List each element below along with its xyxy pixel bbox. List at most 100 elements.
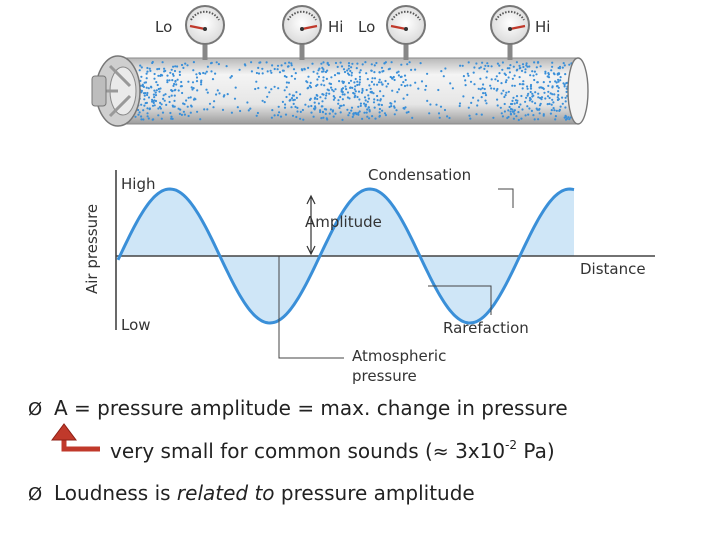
air-particle [283, 89, 286, 92]
air-particle [411, 116, 414, 119]
air-particle [153, 104, 156, 107]
air-particle [568, 118, 571, 121]
air-particle [468, 114, 471, 117]
air-particle [395, 109, 398, 112]
air-particle [481, 87, 484, 90]
air-particle [332, 98, 335, 101]
air-particle [344, 85, 347, 88]
air-particle [147, 117, 150, 120]
air-particle [180, 113, 183, 116]
air-particle [306, 81, 309, 84]
air-particle [299, 117, 302, 120]
air-particle [266, 95, 269, 98]
air-particle [399, 75, 402, 79]
air-particle [561, 66, 564, 69]
air-particle [170, 115, 173, 118]
pressure-gauge: Hi [490, 5, 550, 60]
air-particle [316, 94, 319, 97]
air-particle [366, 115, 369, 118]
pressure-graph: Air pressure High Low Distance Condensat… [83, 166, 655, 385]
air-particle [271, 64, 274, 67]
air-particle [406, 93, 409, 96]
air-particle [426, 99, 429, 102]
air-particle [328, 92, 331, 95]
air-particle [189, 111, 192, 114]
air-particle [487, 64, 490, 68]
air-particle [174, 65, 177, 68]
air-particle [526, 105, 529, 108]
gauge-needle [301, 24, 318, 31]
air-particle [535, 66, 538, 69]
air-particle [462, 95, 465, 98]
air-particle [356, 83, 359, 87]
air-particle [303, 67, 306, 70]
air-particle [509, 112, 512, 116]
gauge-label-lo: Lo [358, 18, 375, 36]
air-particle [318, 67, 321, 70]
air-particle [357, 90, 361, 93]
air-particle [518, 83, 522, 86]
air-particle [400, 63, 403, 66]
air-particle [301, 108, 304, 112]
air-particle [283, 106, 287, 109]
air-particle [215, 93, 218, 96]
air-particle [195, 80, 199, 83]
air-particle [175, 83, 178, 86]
air-particle [524, 68, 527, 71]
air-particle [309, 97, 312, 100]
air-particle [268, 91, 271, 94]
air-particle [378, 114, 381, 117]
air-particle [503, 102, 506, 106]
amplitude-label: Amplitude [305, 213, 382, 231]
air-particle [511, 77, 514, 80]
air-particle [350, 66, 353, 69]
air-particle [192, 69, 195, 72]
air-particle [529, 90, 532, 94]
air-particles [133, 60, 573, 122]
gauge-label-lo: Lo [155, 18, 172, 36]
air-particle [157, 87, 160, 91]
air-particle [271, 109, 274, 112]
air-particle [512, 65, 515, 68]
air-particle [374, 117, 377, 120]
air-particle [439, 105, 443, 108]
air-particle [554, 80, 557, 83]
air-particle [552, 101, 555, 104]
air-particle [542, 87, 545, 90]
air-particle [485, 102, 488, 105]
air-particle [537, 118, 540, 121]
air-particle [291, 114, 295, 117]
air-particle [380, 66, 384, 69]
air-particle [504, 94, 507, 97]
air-particle [348, 73, 351, 76]
air-particle [383, 62, 386, 65]
air-particle [552, 107, 555, 110]
air-particle [182, 110, 185, 113]
air-particle [435, 103, 438, 106]
air-particle [475, 62, 478, 65]
air-particle [295, 91, 298, 94]
air-particle [195, 73, 198, 76]
air-particle [366, 100, 369, 103]
air-particle [205, 70, 208, 73]
air-particle [494, 78, 497, 81]
air-particle [373, 71, 376, 74]
air-particle [391, 89, 394, 92]
y-axis-title: Air pressure [83, 204, 101, 294]
air-particle [373, 98, 376, 101]
air-particle [292, 68, 296, 71]
air-particle [476, 104, 479, 107]
air-particle [254, 87, 257, 91]
air-particle [310, 104, 313, 108]
air-particle [479, 66, 482, 69]
air-particle [389, 75, 392, 79]
air-particle [152, 118, 155, 121]
air-particle [490, 65, 493, 68]
air-particle [332, 115, 335, 118]
air-particle [358, 71, 361, 74]
air-particle [366, 78, 369, 81]
air-particle [331, 109, 335, 112]
air-particle [444, 67, 447, 70]
air-particle [265, 61, 268, 64]
pressure-gauges: Lo Hi Lo [155, 5, 550, 60]
